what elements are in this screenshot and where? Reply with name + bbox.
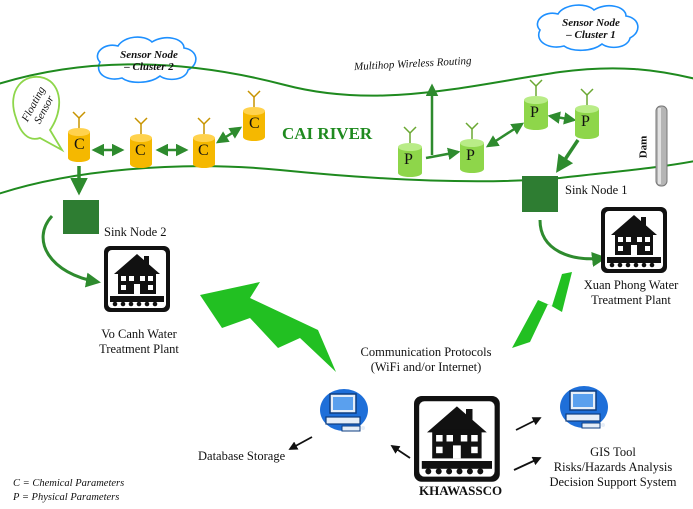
computer-to-database-arrow xyxy=(288,436,313,450)
vo-canh-plant-icon xyxy=(104,246,170,312)
cai-river xyxy=(0,63,693,195)
dam-icon xyxy=(655,105,668,187)
khawassco-label: KHAWASSCO xyxy=(419,483,503,498)
node-letter-p: P xyxy=(581,113,590,130)
sink-node-1 xyxy=(522,176,558,212)
sink1-to-plant-arrow xyxy=(538,219,607,267)
database-storage-label: Database Storage xyxy=(198,449,286,463)
khawassco-to-database-arrow xyxy=(390,445,411,459)
legend-chemical: C = Chemical Parameters xyxy=(13,478,125,489)
cloud-cluster-2 xyxy=(96,36,197,84)
cluster-2-label: Sensor Node– Cluster 2 xyxy=(120,49,178,73)
khawassco-to-gis-arrow xyxy=(513,456,542,471)
gis-computer-icon xyxy=(559,385,609,429)
sink2-to-plant-arrow xyxy=(41,214,101,288)
database-computer-icon xyxy=(319,388,369,432)
cluster-1-label: Sensor Node– Cluster 1 xyxy=(562,17,620,41)
khawassco-to-gis-computer-arrow xyxy=(515,417,542,431)
node-letter-p: P xyxy=(530,104,539,121)
floating-sensor-callout xyxy=(12,75,65,153)
river-label: CAI RIVER xyxy=(282,124,373,143)
legend-physical: P = Physical Parameters xyxy=(13,492,120,503)
node-letter-p: P xyxy=(404,151,413,168)
node-letter-c: C xyxy=(135,142,146,159)
physical-links xyxy=(425,111,580,173)
node-letter-c: C xyxy=(249,115,260,132)
khawassco-icon xyxy=(414,396,500,482)
dam-label: Dam xyxy=(637,135,650,159)
sink-node-1-label: Sink Node 1 xyxy=(565,183,628,197)
xuan-phong-plant-icon xyxy=(601,207,667,273)
lightning-bolt-left-icon xyxy=(200,282,336,372)
node-letter-c: C xyxy=(198,142,209,159)
node-letter-c: C xyxy=(74,136,85,153)
sink-node-2 xyxy=(63,200,99,234)
communication-protocols-label: Communication Protocols(WiFi and/or Inte… xyxy=(360,345,492,374)
node-letter-p: P xyxy=(466,147,475,164)
lightning-bolt-right-icon xyxy=(512,272,572,348)
cloud-cluster-1 xyxy=(536,4,639,52)
sink-node-2-label: Sink Node 2 xyxy=(104,225,167,239)
chemical-links xyxy=(70,126,243,196)
